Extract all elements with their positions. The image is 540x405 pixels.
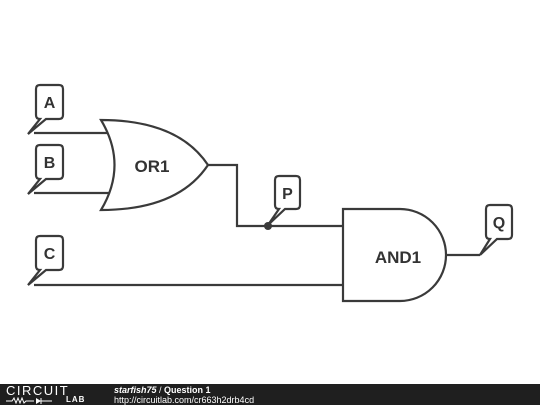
output-tag-q-label: Q	[493, 215, 505, 232]
footer-bar: CIRCUIT LAB starfish75 / Question 1 http…	[0, 384, 540, 405]
and-gate-label: AND1	[375, 248, 421, 267]
logo-waveform-icon	[6, 397, 52, 404]
output-tag-q	[479, 203, 514, 256]
input-tag-c	[27, 234, 65, 286]
input-tag-a	[27, 83, 65, 135]
input-tag-b-label: B	[44, 155, 56, 172]
logo-wordmark-bottom: LAB	[66, 395, 86, 404]
credit-separator: /	[156, 385, 165, 395]
footer-credit: starfish75 / Question 1	[114, 385, 211, 395]
or-gate-label: OR1	[135, 157, 170, 176]
wire-p	[208, 163, 343, 228]
input-tag-c-label: C	[44, 246, 56, 263]
input-tag-a-label: A	[44, 95, 56, 112]
input-tag-b	[27, 143, 65, 195]
probe-tag-p	[267, 174, 302, 226]
circuit-title: Question 1	[164, 385, 211, 395]
author-link[interactable]: starfish75	[114, 385, 157, 395]
circuit-url-link[interactable]: http://circuitlab.com/cr663h2drb4cd	[114, 395, 255, 405]
or-gate-shape	[99, 118, 210, 212]
circuit-schematic: OR1 AND1 A B C P Q	[27, 83, 514, 303]
circuitlab-logo[interactable]: CIRCUIT LAB	[6, 383, 101, 404]
logo-wordmark-top: CIRCUIT	[6, 383, 70, 398]
probe-tag-p-label: P	[282, 186, 293, 203]
and-gate-shape	[341, 207, 448, 303]
